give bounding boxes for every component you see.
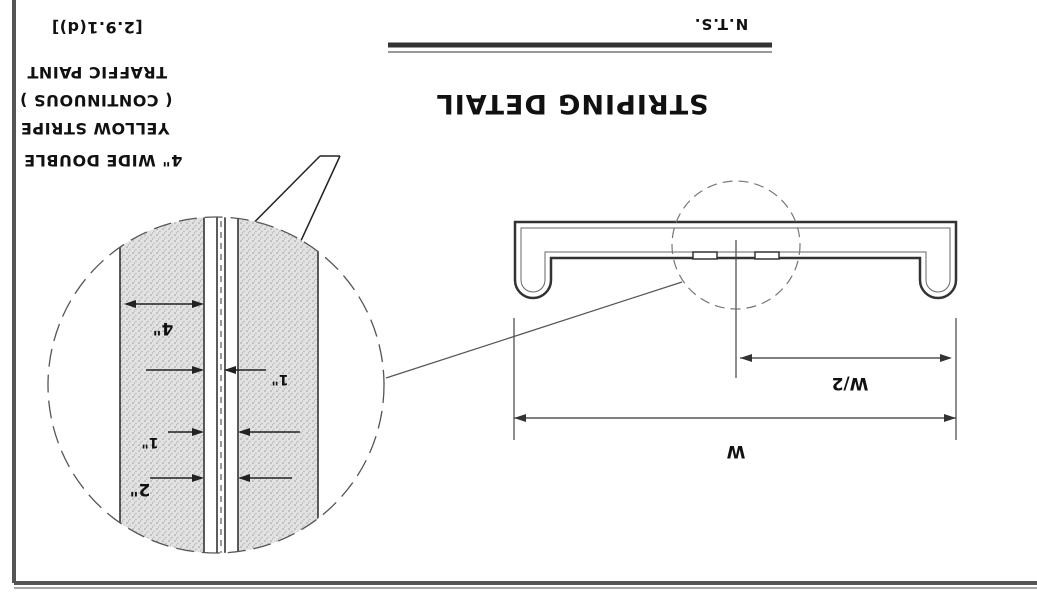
centerline-stripe-right xyxy=(754,251,780,260)
detail-connector-line xyxy=(385,281,683,379)
dimension-full-width: W xyxy=(514,414,956,461)
yellow-stripe-1 xyxy=(204,217,217,553)
pavement-left xyxy=(120,217,204,553)
callout-line-5: [2.9.1(d)] xyxy=(51,18,142,37)
centerline-stripe-left xyxy=(692,251,718,260)
dim-offset: 2" xyxy=(130,479,151,499)
callout-line-2: YELLOW STRIPE xyxy=(20,119,170,138)
title-block: STRIPING DETAIL N.T.S. xyxy=(388,15,772,119)
roadway-section xyxy=(513,180,958,440)
detail-reference-circle xyxy=(671,180,801,310)
callout-note: 4" WIDE DOUBLE YELLOW STRIPE ( CONTINUOU… xyxy=(20,18,341,315)
enlarged-detail: 4" 1" 1" 2" xyxy=(47,216,385,554)
dim-gap-lower: 1" xyxy=(141,434,158,450)
callout-line-3: ( CONTINUOUS ) xyxy=(20,91,173,110)
dim-gap-upper: 1" xyxy=(271,371,288,387)
scale-note: N.T.S. xyxy=(694,15,748,33)
pavement-right xyxy=(238,217,318,553)
yellow-stripe-2 xyxy=(225,217,238,553)
half-width-label: W/2 xyxy=(832,373,869,393)
callout-line-4: TRAFFIC PAINT xyxy=(27,63,167,82)
road-cross-section xyxy=(513,220,958,300)
detail-circle-outline xyxy=(47,216,385,554)
full-width-label: W xyxy=(726,441,745,461)
sheet-border xyxy=(12,0,1037,589)
callout-line-1: 4" WIDE DOUBLE xyxy=(24,151,183,170)
drawing-title: STRIPING DETAIL xyxy=(435,88,708,119)
dimension-half-width: W/2 xyxy=(740,354,952,393)
dim-stripe-width: 4" xyxy=(153,318,174,338)
